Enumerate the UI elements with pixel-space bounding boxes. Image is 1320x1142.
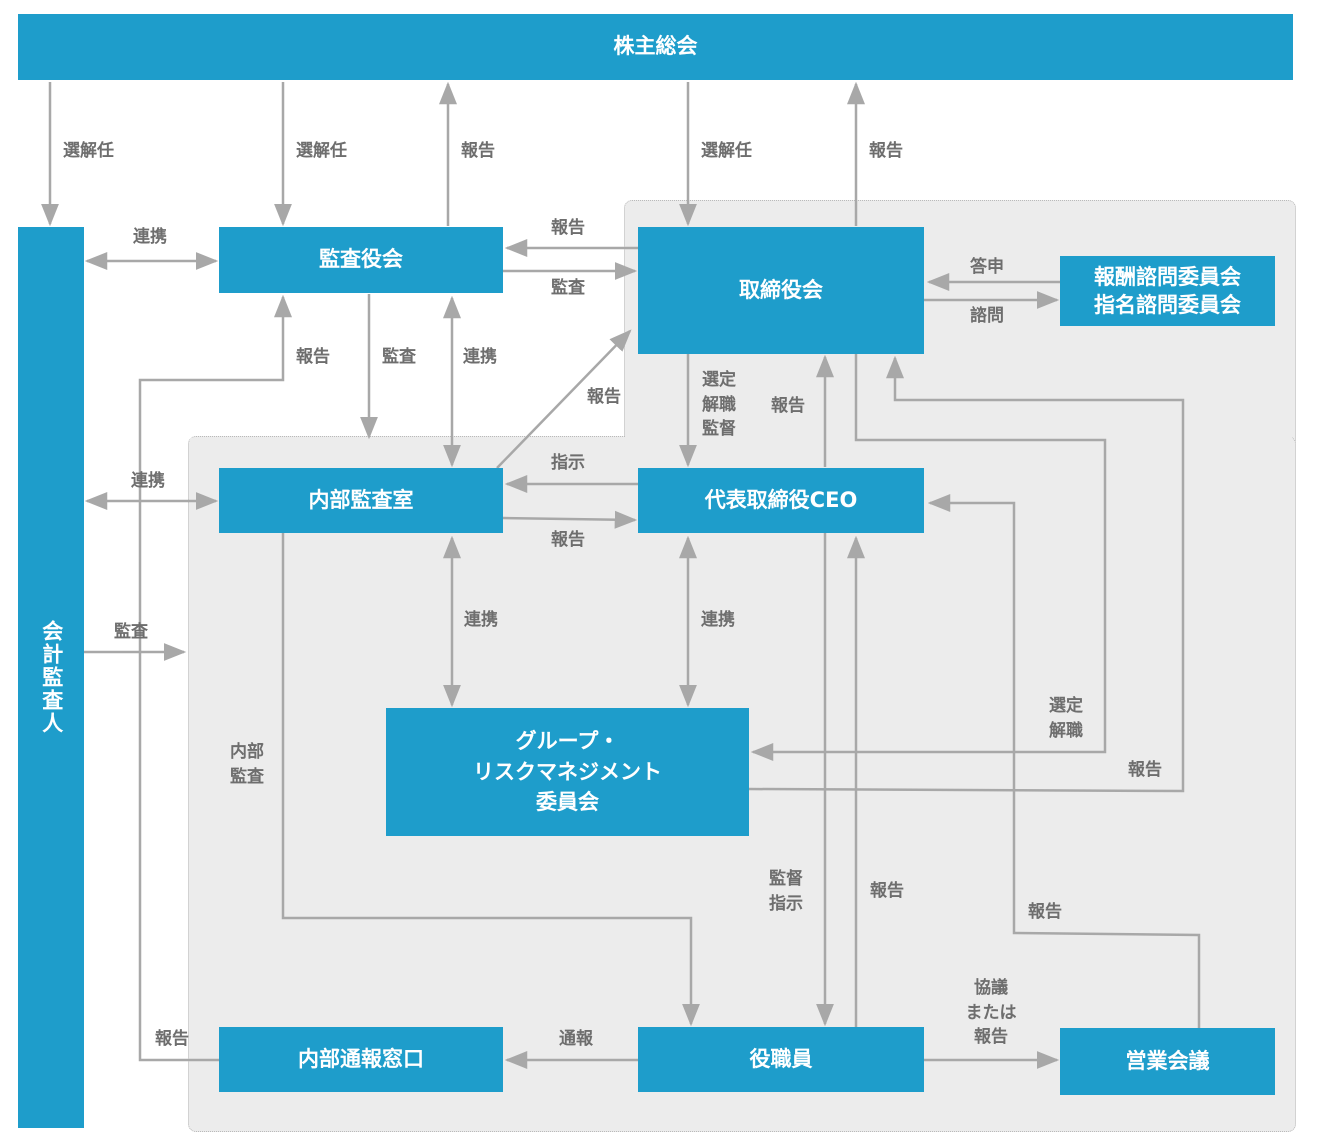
label-collab-ia-risk: 連携 [464, 610, 498, 630]
line-ia-ceo [502, 510, 638, 529]
region-merge-2 [190, 438, 630, 448]
line-sales-ceo [927, 494, 1201, 1028]
line-risk-board [748, 355, 1185, 793]
label-elect-auditor: 選解任 [63, 141, 114, 161]
board-of-directors-box: 取締役会 [638, 227, 924, 354]
label-collab-asb-ia: 連携 [463, 347, 497, 367]
label-report-staff-ceo: 報告 [870, 881, 904, 901]
label-collab-aud-ia: 連携 [131, 471, 165, 491]
label-internal-audit: 内部 監査 [230, 742, 264, 787]
advisory-committees-box: 報酬諮問委員会 指名諮問委員会 [1060, 256, 1275, 326]
label-audit-aud-region: 監査 [114, 622, 148, 642]
sales-meeting-box: 営業会議 [1060, 1028, 1275, 1095]
label-shimon: 諮問 [970, 306, 1004, 326]
line-whistle-asb [138, 294, 292, 1062]
label-collab-ceo-risk: 連携 [701, 610, 735, 630]
label-report-ia-ceo: 報告 [551, 530, 585, 550]
risk-committee-box: グループ・ リスクマネジメント 委員会 [386, 708, 749, 836]
shareholders-meeting-box: 株主総会 [18, 14, 1293, 80]
label-report-whistle-asb: 報告 [296, 347, 330, 367]
label-report-whistle: 報告 [155, 1029, 189, 1049]
line-ia-staff [281, 533, 700, 1027]
label-report-ia-board: 報告 [587, 387, 621, 407]
label-report-asb-gm: 報告 [461, 141, 495, 161]
label-report-risk: 報告 [1128, 760, 1162, 780]
label-audit-asb-ia: 監査 [382, 347, 416, 367]
label-report-ceo-board: 報告 [771, 396, 805, 416]
line-board-risk [750, 354, 1107, 761]
accounting-auditor-box: 会計監査人 [18, 227, 84, 1128]
label-audit-asb-board: 監査 [551, 278, 585, 298]
label-shiji: 指示 [551, 453, 585, 473]
officers-employees-box: 役職員 [638, 1027, 924, 1092]
label-elect-board: 選解任 [701, 141, 752, 161]
whistleblowing-desk-box: 内部通報窓口 [219, 1027, 503, 1092]
label-select-risk: 選定 解職 [1049, 696, 1083, 741]
ceo-box: 代表取締役CEO [638, 468, 924, 533]
label-report-board-gm: 報告 [869, 141, 903, 161]
audit-board-box: 監査役会 [219, 227, 503, 293]
label-discuss-or-report: 協議 または 報告 [965, 978, 1017, 1048]
label-select-ceo: 選定 解職 監督 [702, 370, 736, 440]
label-report-sales-ceo: 報告 [1028, 902, 1062, 922]
line-ia-board [496, 329, 632, 469]
internal-audit-office-box: 内部監査室 [219, 468, 503, 533]
label-report-board-asb: 報告 [551, 218, 585, 238]
label-supervise-staff: 監督 指示 [769, 869, 803, 914]
label-tsuhou: 通報 [559, 1029, 593, 1049]
label-toushin: 答申 [970, 257, 1004, 277]
label-collab-aud-asb: 連携 [133, 227, 167, 247]
label-elect-asb: 選解任 [296, 141, 347, 161]
